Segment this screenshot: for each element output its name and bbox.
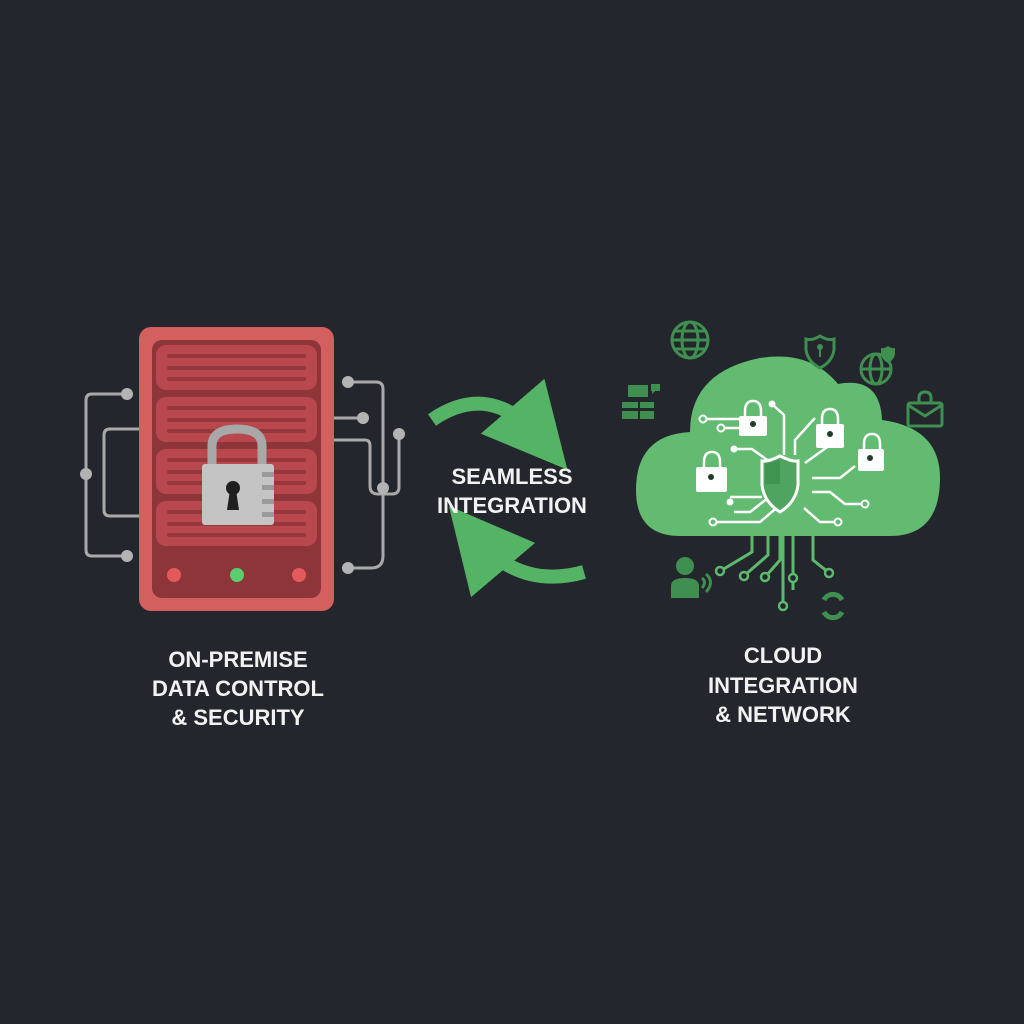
center-label-line1: SEAMLESS (451, 464, 572, 489)
right-label-line2: INTEGRATION (708, 673, 858, 698)
sync-arrows-icon (428, 378, 586, 598)
cloud-icon (636, 356, 940, 536)
led-red-left (167, 568, 181, 582)
padlock-icon (202, 424, 274, 525)
globe-icon (670, 320, 710, 360)
locked-mail-icon (906, 390, 944, 428)
user-wireless-icon (671, 557, 712, 598)
globe-shield-icon (859, 346, 895, 386)
left-label-line3: & SECURITY (171, 705, 305, 730)
led-red-right (292, 568, 306, 582)
cloud-padlock-icons (696, 399, 884, 492)
cloud-bottom-circuit-lines (714, 536, 835, 612)
left-label-line1: ON-PREMISE (168, 647, 307, 672)
left-label-line2: DATA CONTROL (152, 676, 324, 701)
server-left-circuit-lines (80, 388, 140, 562)
server-right-circuit-lines (333, 376, 405, 574)
center-label-line2: INTEGRATION (437, 493, 587, 518)
right-label-line3: & NETWORK (715, 702, 851, 727)
cloud-circuit-lines (698, 400, 870, 527)
right-label-line1: CLOUD (744, 643, 822, 668)
shield-lock-icon (804, 334, 836, 370)
led-green (230, 568, 244, 582)
refresh-icon (821, 591, 845, 621)
dashboard-blocks-icon (622, 384, 660, 419)
server-icon (139, 327, 334, 611)
shield-icon (760, 454, 800, 514)
